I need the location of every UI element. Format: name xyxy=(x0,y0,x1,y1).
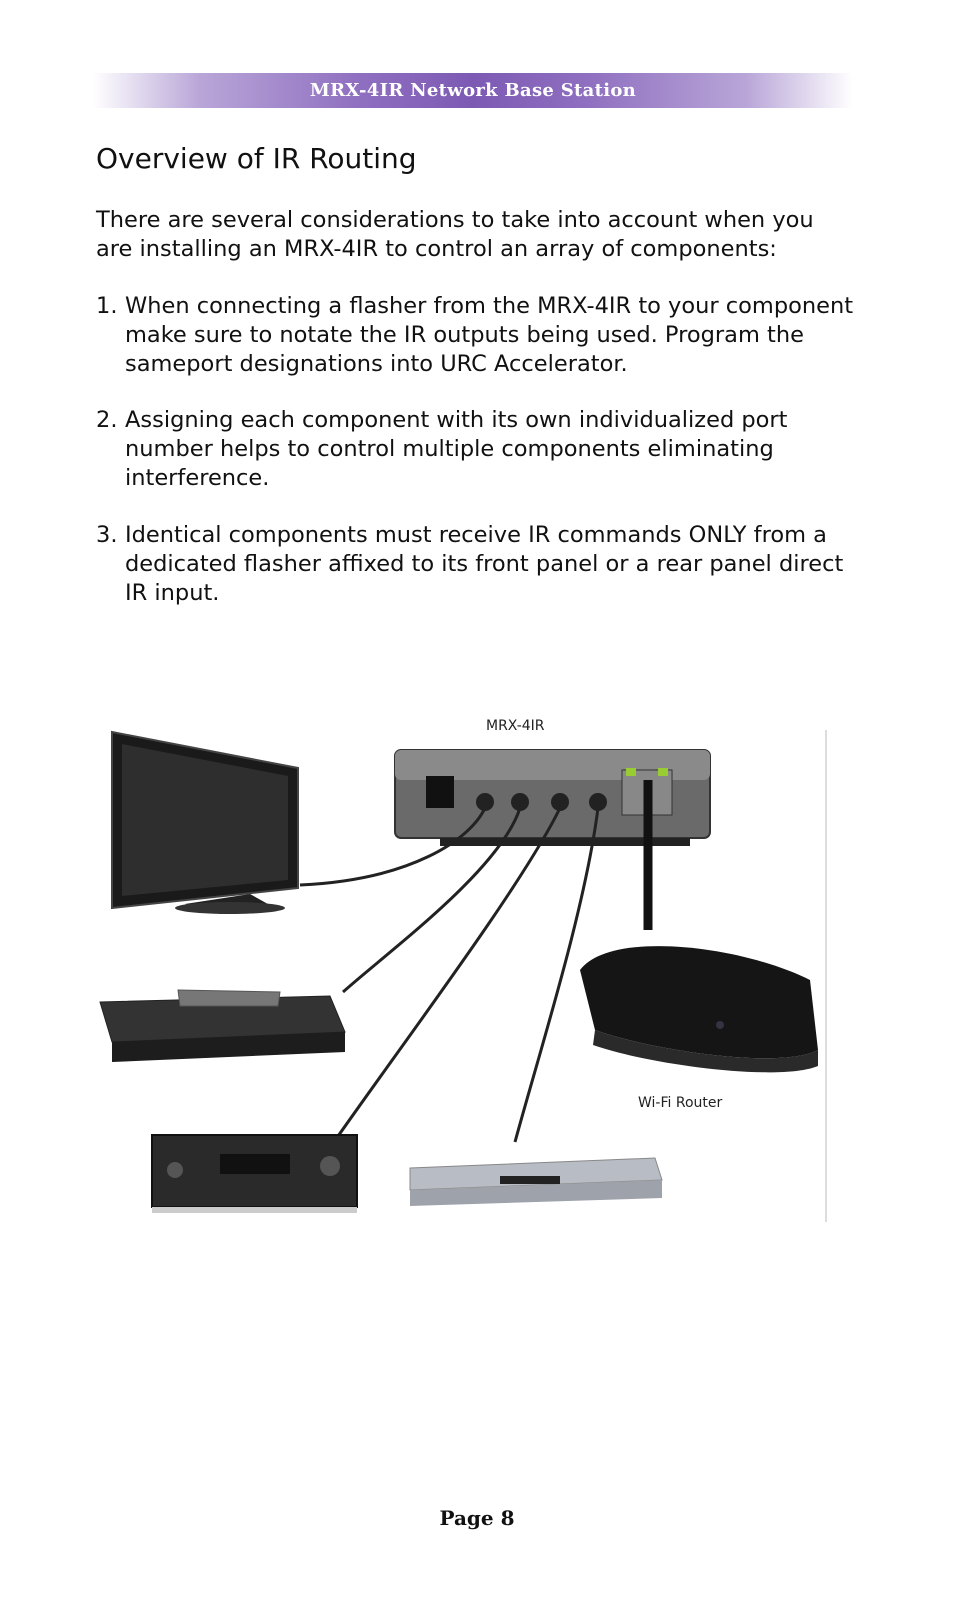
mrx-4ir-device-icon xyxy=(394,749,711,846)
list-item-text: When connecting a flasher from the MRX-4… xyxy=(125,293,854,377)
ir-cable-dvd xyxy=(513,807,600,1143)
list-item-number: 3. xyxy=(96,522,118,548)
list-item-number: 1. xyxy=(96,293,118,319)
ir-cable-cable-box xyxy=(342,807,522,994)
list-item-text: Identical components must receive IR com… xyxy=(125,522,844,606)
tv-icon xyxy=(111,730,299,914)
intro-paragraph: There are several considerations to take… xyxy=(96,207,814,262)
wifi-router-icon xyxy=(580,946,818,1073)
cable-box-icon xyxy=(99,989,346,1062)
dvd-player-icon xyxy=(409,1157,663,1206)
list-item-number: 2. xyxy=(96,407,118,433)
av-receiver-icon xyxy=(151,1134,358,1213)
wifi-router-label: Wi-Fi Router xyxy=(638,1095,723,1111)
ir-cable-receiver xyxy=(318,807,562,1163)
section-title: Overview of IR Routing xyxy=(96,142,417,175)
ir-routing-diagram: MRX-4IR Wi-Fi Router xyxy=(90,718,850,1240)
page-number: Page 8 xyxy=(439,1506,515,1530)
list-item: 2. Assigning each component with its own… xyxy=(96,406,856,493)
list-item: 1. When connecting a flasher from the MR… xyxy=(96,292,856,379)
header-title: MRX-4IR Network Base Station xyxy=(309,80,637,101)
list-item: 3. Identical components must receive IR … xyxy=(96,521,856,608)
ir-routing-diagram-svg xyxy=(99,730,827,1222)
header-band xyxy=(93,73,853,108)
list-item-text: Assigning each component with its own in… xyxy=(125,407,788,491)
ir-cable-tv xyxy=(299,807,487,887)
mrx-4ir-label: MRX-4IR xyxy=(486,718,545,734)
